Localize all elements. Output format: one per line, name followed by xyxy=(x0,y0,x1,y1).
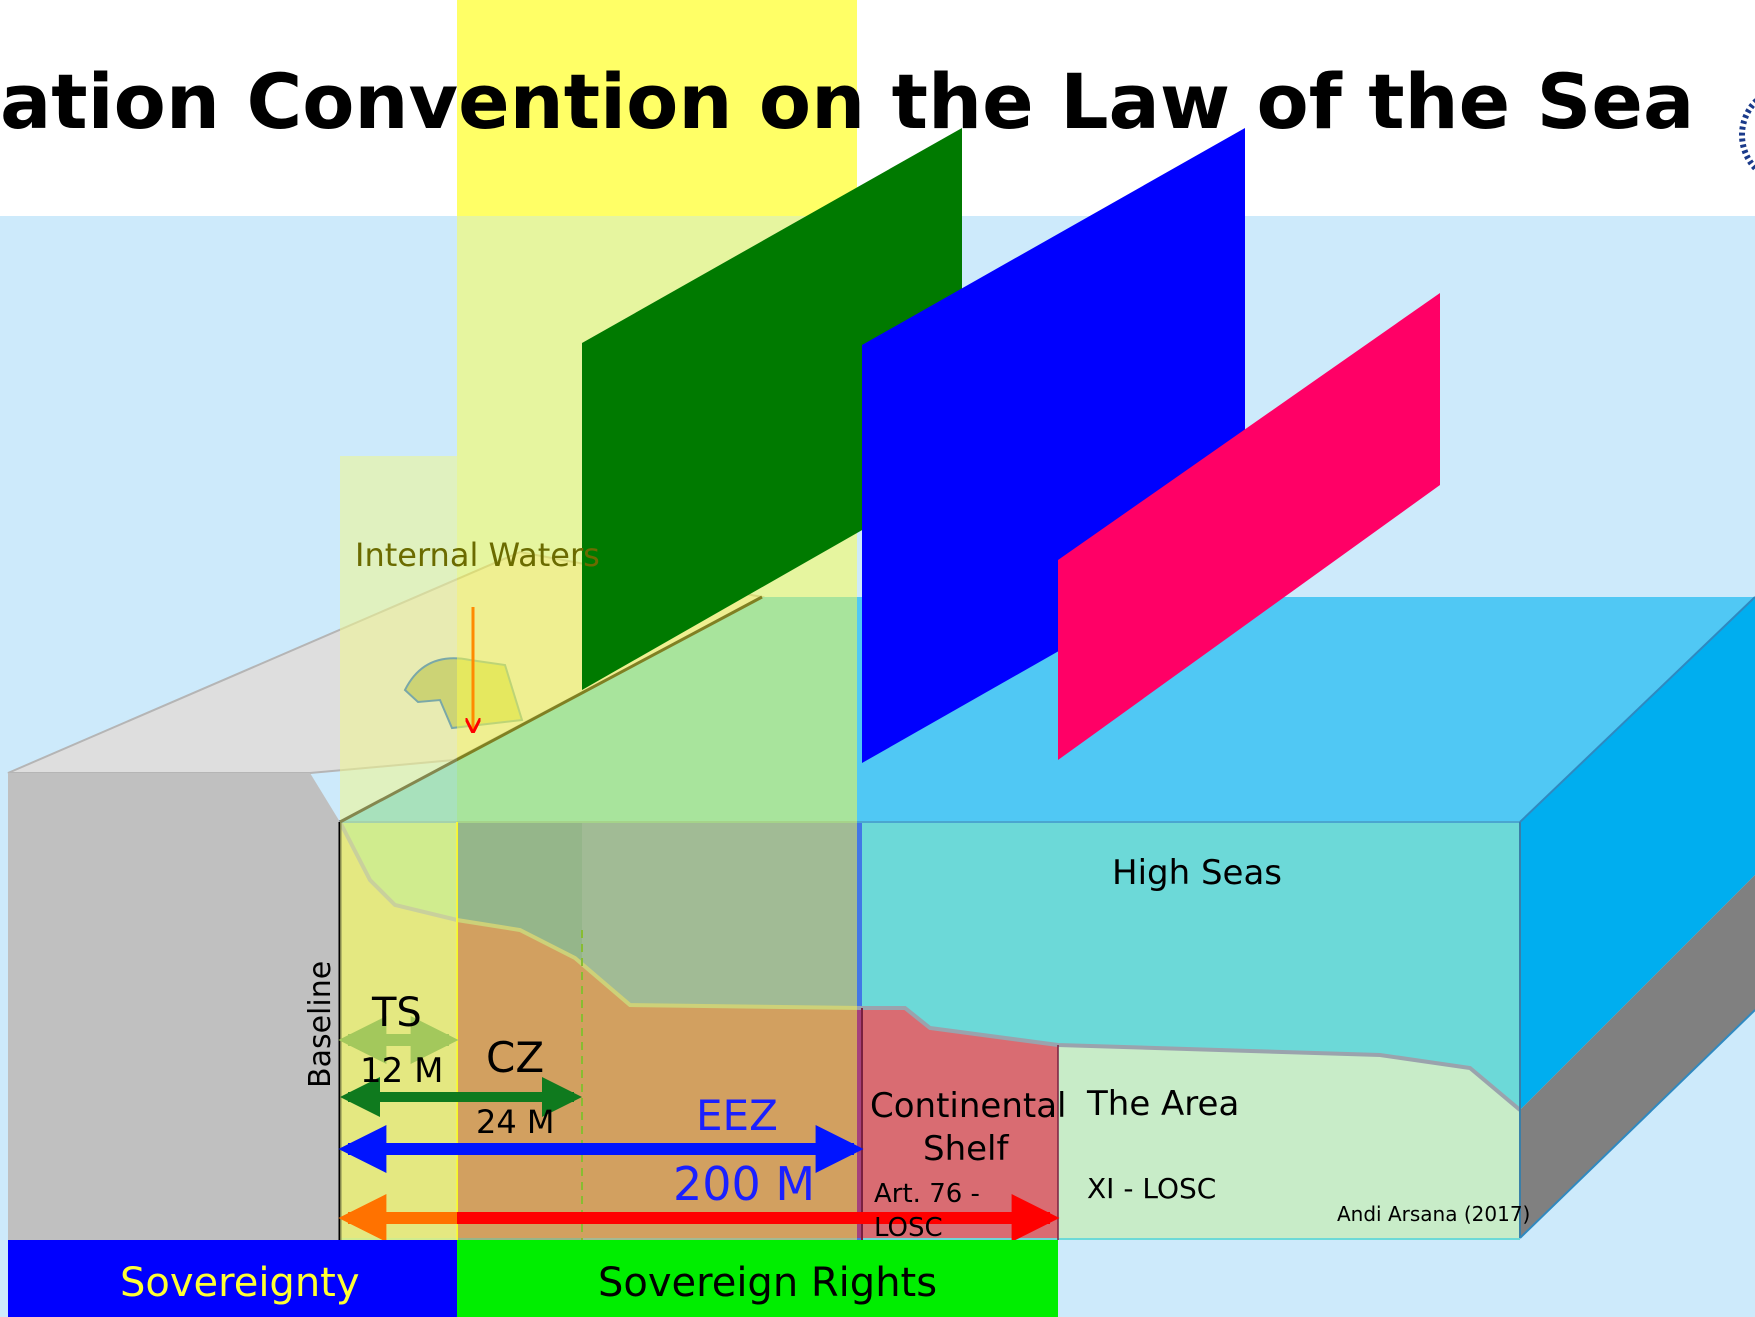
sea-right-bottom-edge xyxy=(1519,1009,1755,1239)
eez-label: EEZ xyxy=(696,1091,778,1140)
credit-label: Andi Arsana (2017) xyxy=(1337,1202,1530,1226)
continental-shelf-seabed xyxy=(862,1008,1058,1238)
high-seas-label: High Seas xyxy=(1112,853,1282,893)
territorial-sea-panel-top xyxy=(457,0,857,216)
page-title: ation Convention on the Law of the Sea xyxy=(0,57,1694,146)
internal-waters-label: Internal Waters xyxy=(355,536,600,574)
sovereign-rights-label: Sovereign Rights xyxy=(598,1260,937,1306)
land-side xyxy=(8,773,340,1240)
cz-distance-label: 24 M xyxy=(476,1103,555,1141)
sea-right-side xyxy=(1520,597,1755,1110)
baseline-label: Baseline xyxy=(303,961,338,1088)
cz-label: CZ xyxy=(486,1033,544,1082)
continental-shelf-panel xyxy=(1058,293,1440,760)
continental-shelf-label-line1: Continental xyxy=(870,1086,1067,1126)
continental-shelf-label-line2: Shelf xyxy=(923,1129,1009,1169)
contiguous-zone-panel xyxy=(582,128,962,690)
seabed-right-side xyxy=(1520,875,1755,1238)
sovereignty-bar xyxy=(8,1240,457,1317)
the-area-label: The Area xyxy=(1086,1084,1239,1124)
eez-distance-label: 200 M xyxy=(673,1157,815,1211)
cs-article-line2: LOSC xyxy=(874,1213,943,1243)
the-area-seabed xyxy=(1058,1045,1520,1238)
sovereignty-label: Sovereignty xyxy=(120,1260,360,1306)
area-article-label: XI - LOSC xyxy=(1087,1172,1216,1205)
sea-right-top-edge xyxy=(1519,596,1755,823)
ts-label: TS xyxy=(371,990,422,1036)
logo-icon xyxy=(1739,97,1755,173)
sovereign-rights-bar xyxy=(457,1240,1058,1317)
ts-distance-label: 12 M xyxy=(360,1051,443,1091)
cs-article-line1: Art. 76 - xyxy=(874,1179,980,1209)
eez-panel xyxy=(862,128,1245,763)
